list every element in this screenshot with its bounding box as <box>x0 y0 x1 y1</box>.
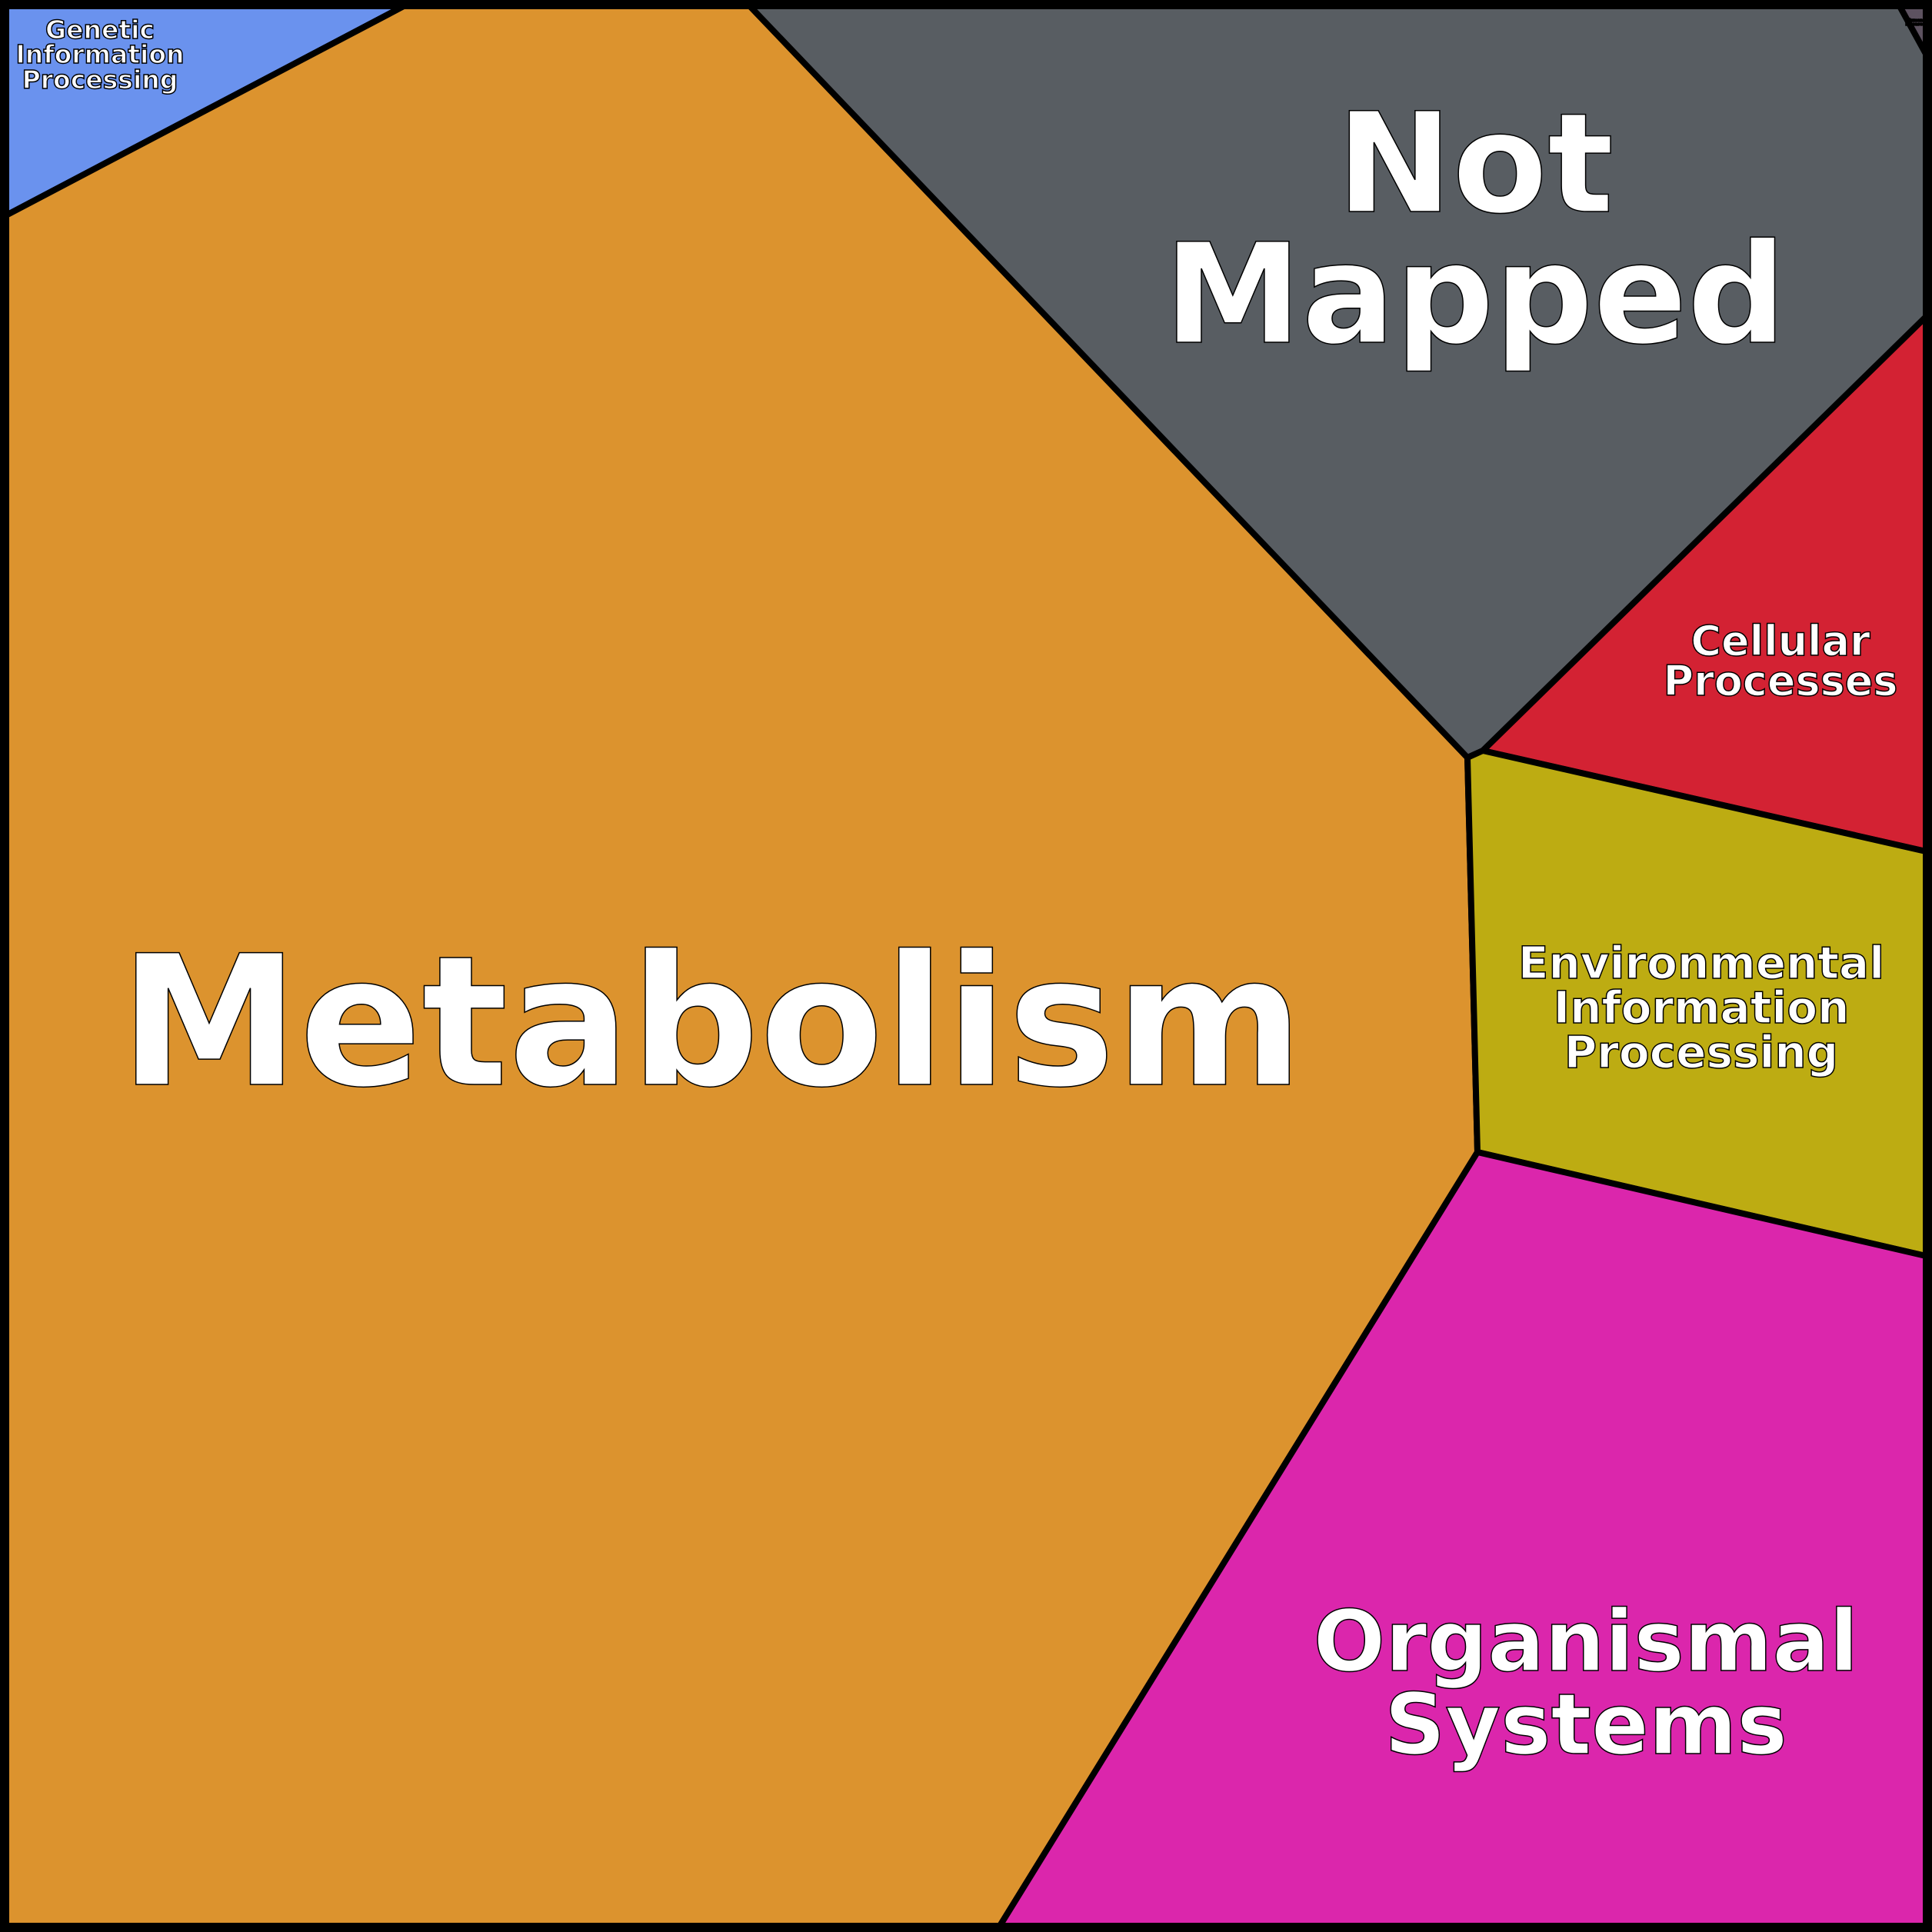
label-line: Information <box>16 39 185 69</box>
label-line: Processing <box>22 65 178 95</box>
label-line: Human <box>1907 18 1923 23</box>
label-line: Cellular <box>1690 617 1870 665</box>
label-line: Organismal <box>1314 1592 1859 1690</box>
label-line: Information <box>1554 981 1850 1034</box>
label-line: Systems <box>1384 1675 1787 1774</box>
label-line: Environmental <box>1518 937 1884 989</box>
label-metabolism: Metabolism <box>119 918 1304 1128</box>
label-line: Metabolism <box>119 918 1304 1128</box>
label-line: Processing <box>1564 1026 1838 1078</box>
label-line: Processes <box>1664 657 1898 705</box>
label-line: Mapped <box>1164 215 1786 375</box>
label-line: Not <box>1337 84 1614 245</box>
label-line: Diseases <box>1906 22 1925 27</box>
label-line: Genetic <box>45 15 155 45</box>
